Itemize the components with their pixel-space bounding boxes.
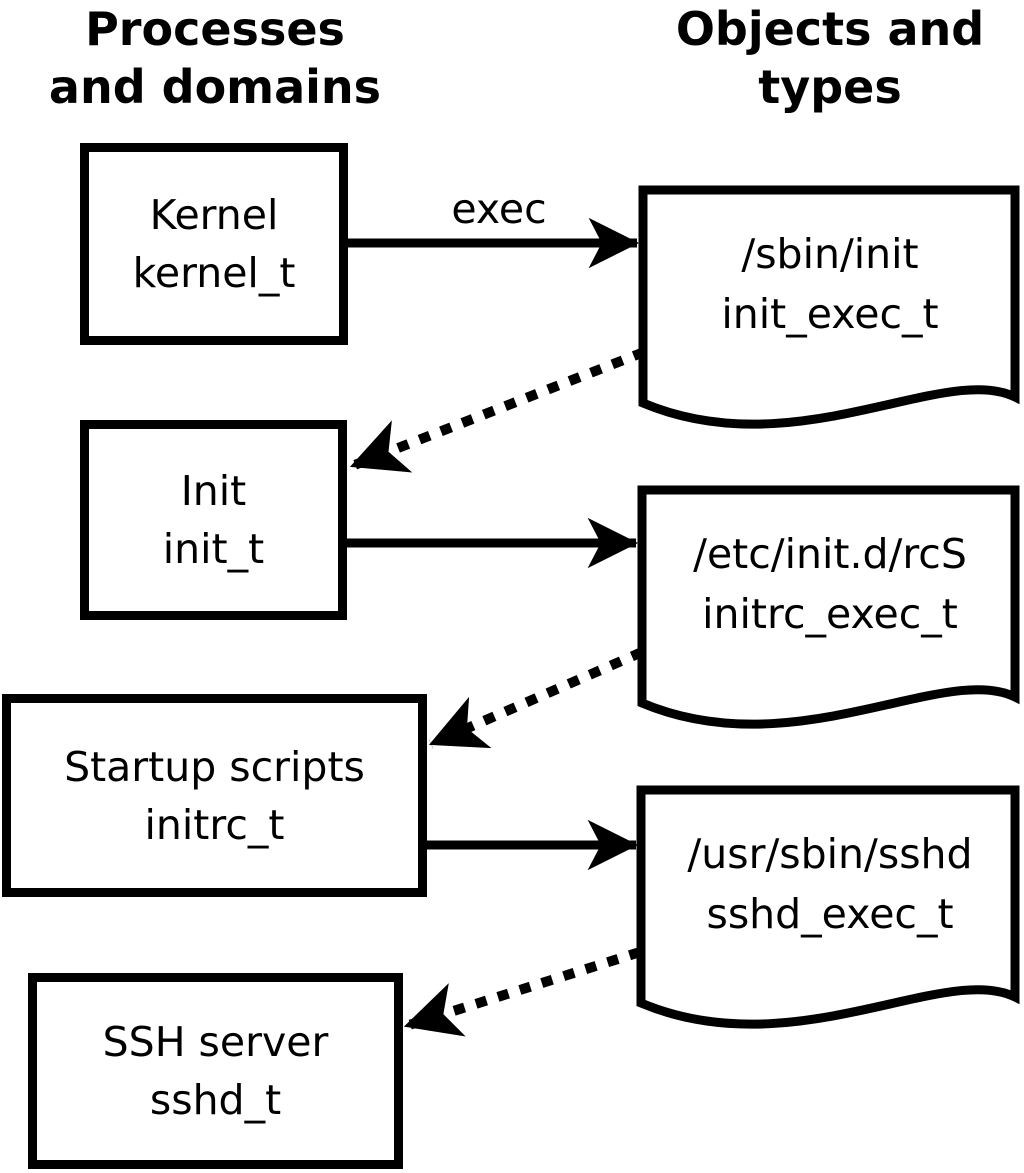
process-box-init-name: Init [180,467,247,515]
edge-label-exec: exec [451,185,547,233]
column-header-objects-line1: Objects and [675,2,985,56]
column-header-processes: Processes and domains [30,0,400,116]
column-header-objects: Objects and types [645,0,1015,116]
process-box-init: Init init_t [80,420,347,620]
document-shape-sbin-init [638,185,1020,429]
column-header-processes-line1: Processes [85,2,345,56]
process-box-startup-domain: initrc_t [144,800,285,849]
process-box-kernel-name: Kernel [149,191,279,239]
column-header-objects-line2: types [758,60,902,114]
process-box-kernel-domain: kernel_t [132,249,296,297]
process-box-ssh-server: SSH server sshd_t [28,973,403,1169]
transition-arrow-rcs-to-initrc [428,647,644,749]
document-shape-sshd-exec [636,785,1020,1029]
column-header-processes-line2: and domains [48,60,382,114]
process-box-ssh-domain: sshd_t [149,1076,282,1124]
transition-arrow-sbininit-to-init [349,347,646,473]
process-box-startup-scripts: Startup scripts initrc_t [2,694,427,897]
process-box-init-domain: init_t [162,525,265,573]
process-box-kernel: Kernel kernel_t [80,143,348,345]
document-shape-rcs [637,485,1020,729]
process-box-startup-name: Startup scripts [64,742,365,791]
transition-arrow-sshdexec-to-sshd [403,947,642,1037]
process-box-ssh-name: SSH server [102,1018,329,1066]
